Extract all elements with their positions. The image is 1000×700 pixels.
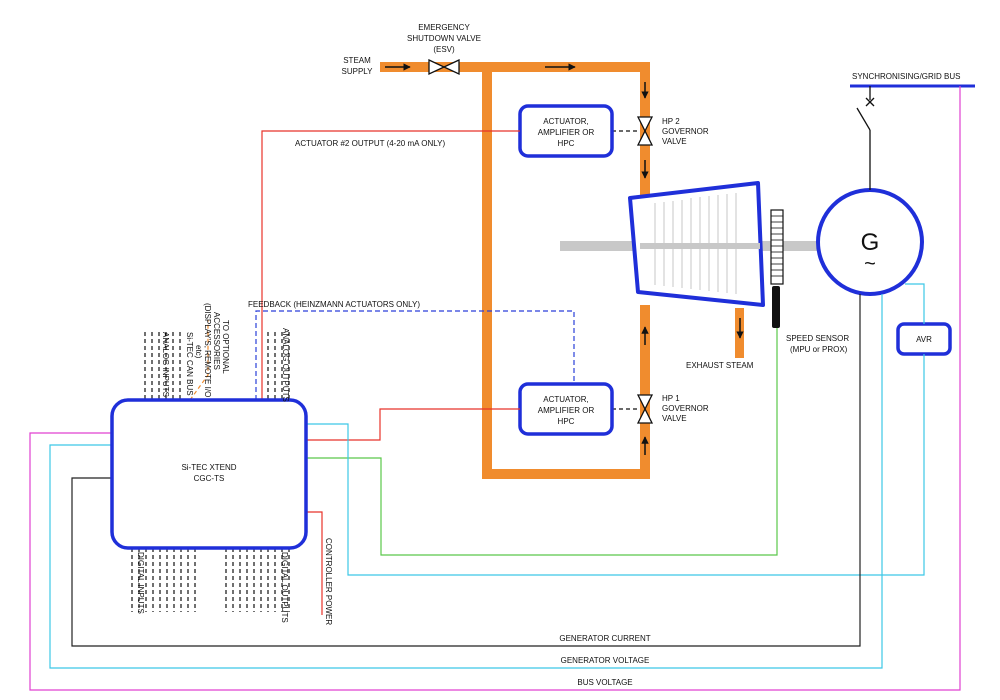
optional-label-3: (DISPLAY'S, REMOTE I/O — [203, 303, 212, 397]
actuator-1-label-1: ACTUATOR, — [543, 395, 588, 404]
generator-voltage-wire — [49, 294, 883, 669]
hp1-valve-icon — [636, 394, 654, 424]
actuator2-output-wire — [261, 130, 520, 400]
hp2-valve-icon — [636, 116, 654, 146]
hp2-label-2: GOVERNOR — [662, 127, 709, 136]
actuator-1-label-2: AMPLIFIER OR — [538, 406, 595, 415]
esv-label-1: EMERGENCY — [418, 23, 470, 32]
analog-outputs-label: ANALOG OUTPUTS — [281, 328, 290, 402]
io-stubs — [131, 332, 290, 612]
speed-sensor-wheel — [770, 209, 784, 328]
actuator2-output-label: ACTUATOR #2 OUTPUT (4-20 mA ONLY) — [295, 139, 445, 148]
avr-label: AVR — [916, 335, 932, 344]
esv-label-2: SHUTDOWN VALVE — [407, 34, 481, 43]
controller-power-wire — [306, 511, 323, 615]
actuator-2-label-2: AMPLIFIER OR — [538, 128, 595, 137]
hp1-label-3: VALVE — [662, 414, 687, 423]
can-bus-wire — [189, 320, 209, 401]
esv-label-3: (ESV) — [433, 45, 455, 54]
turbine — [628, 181, 765, 307]
steam-supply-label: STEAM — [343, 56, 371, 65]
hp2-label-1: HP 2 — [662, 117, 680, 126]
hp1-label-2: GOVERNOR — [662, 404, 709, 413]
actuator-2-label-1: ACTUATOR, — [543, 117, 588, 126]
speed-signal-wire — [306, 328, 778, 556]
generator-current-label: GENERATOR CURRENT — [559, 634, 650, 643]
steam-pipework — [380, 62, 650, 479]
digital-outputs-label: DIGITAL OUTPUTS — [280, 552, 289, 623]
bus-voltage-label: BUS VOLTAGE — [577, 678, 632, 687]
speed-sensor-label-1: SPEED SENSOR — [786, 334, 849, 343]
optional-label-1: TO OPTIONAL — [221, 320, 230, 374]
bus-voltage-wire — [29, 86, 961, 691]
generator-label: G — [861, 229, 880, 256]
avr-generator-wire — [905, 283, 925, 324]
breaker-icon — [856, 86, 875, 190]
controller-box — [110, 398, 308, 550]
controller-power-label: CONTROLLER POWER — [324, 538, 333, 625]
generator-tilde: ~ — [864, 253, 876, 275]
speed-sensor-probe — [772, 286, 780, 328]
generator-current-wire — [71, 294, 861, 647]
esv-valve-icon — [428, 58, 460, 76]
hp1-label-1: HP 1 — [662, 394, 680, 403]
hp2-label-3: VALVE — [662, 137, 687, 146]
sync-bus-label: SYNCHRONISING/GRID BUS — [852, 72, 960, 81]
optional-label-2: ACCESSORIES — [212, 312, 221, 370]
feedback-wire — [255, 310, 575, 400]
exhaust-label: EXHAUST STEAM — [686, 361, 754, 370]
actuator-1-label-3: HPC — [558, 417, 575, 426]
digital-inputs-label: DIGITAL INPUTS — [136, 552, 145, 614]
analog-inputs-label: ANALOG INPUTS — [161, 332, 170, 397]
feedback-label: FEEDBACK (HEINZMANN ACTUATORS ONLY) — [248, 300, 420, 309]
can-bus-label: Si-TEC CAN BUS — [185, 332, 194, 396]
avr-wire — [306, 354, 925, 576]
actuator-2-label-3: HPC — [558, 139, 575, 148]
speed-sensor-label-2: (MPU or PROX) — [790, 345, 848, 354]
controller-label-2: CGC-TS — [194, 474, 225, 483]
controller-label-1: Si-TEC XTEND — [181, 463, 236, 472]
generator-voltage-label: GENERATOR VOLTAGE — [561, 656, 650, 665]
actuator1-output-wire — [306, 408, 520, 441]
optional-label-4: etc) — [194, 345, 203, 359]
steam-supply-label-2: SUPPLY — [342, 67, 374, 76]
